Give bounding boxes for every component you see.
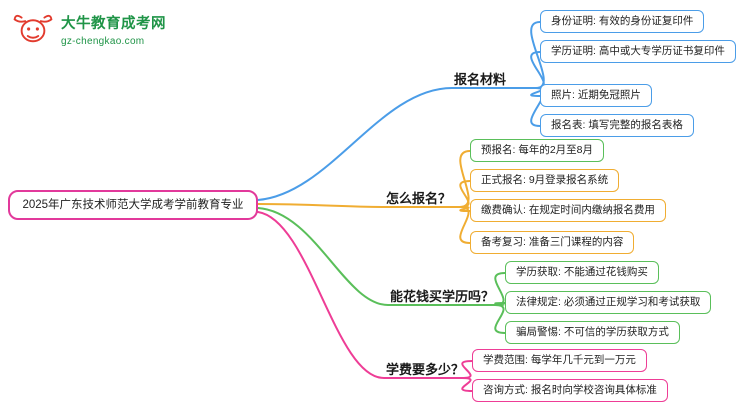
connector-branch2-leaf4 <box>459 206 471 244</box>
logo-url: gz-chengkao.com <box>61 35 145 47</box>
connector-branch4-leaf1 <box>461 360 473 379</box>
connector-branch3-leaf3 <box>494 304 506 334</box>
leaf-node-tuition-range: 学费范围: 每学年几千元到一万元 <box>472 349 647 372</box>
branch-topic-tuition: 学费要多少？ <box>386 362 465 377</box>
logo-text: 大牛教育成考网 gz-chengkao.com <box>61 12 166 47</box>
leaf-node-exam-prep: 备考复习: 准备三门课程的内容 <box>470 231 635 254</box>
leaf-node-payment: 缴费确认: 在规定时间内缴纳报名费用 <box>470 199 666 222</box>
connector-branch2-leaf1 <box>459 150 471 208</box>
leaf-node-photo: 照片: 近期免冠照片 <box>540 84 652 107</box>
connector-root-branch1 <box>257 87 537 201</box>
connector-branch3-leaf1 <box>494 272 506 306</box>
leaf-node-degree-gain: 学历获取: 不能通过花钱购买 <box>505 261 659 284</box>
site-logo: 大牛教育成考网 gz-chengkao.com <box>12 10 166 48</box>
connector-root-branch3 <box>257 207 496 306</box>
branch-topic-how-to-apply: 怎么报名？ <box>386 191 452 206</box>
branch-topic-materials: 报名材料 <box>454 72 507 87</box>
leaf-node-pre-register: 预报名: 每年的2月至8月 <box>470 139 605 162</box>
connector-branch4-leaf2 <box>461 377 473 392</box>
connector-root-branch4 <box>257 211 463 379</box>
leaf-node-formal-register: 正式报名: 9月登录报名系统 <box>470 169 620 192</box>
leaf-node-edu-proof: 学历证明: 高中或大专学历证书复印件 <box>540 40 736 63</box>
leaf-node-id-proof: 身份证明: 有效的身份证复印件 <box>540 10 705 33</box>
leaf-node-law-rule: 法律规定: 必须通过正规学习和考试获取 <box>505 291 712 314</box>
leaf-node-consult-way: 咨询方式: 报名时向学校咨询具体标准 <box>472 379 668 402</box>
connector-branch2-leaf2 <box>459 180 471 208</box>
root-topic: 2025年广东技术师范大学成考学前教育专业 <box>8 190 258 220</box>
connector-root-branch2 <box>257 203 461 208</box>
leaf-node-form: 报名表: 填写完整的报名表格 <box>540 114 694 137</box>
leaf-node-scam-warning: 骗局警惕: 不可信的学历获取方式 <box>505 321 680 344</box>
logo-title: 大牛教育成考网 <box>61 15 166 32</box>
branch-topic-buy-diploma: 能花钱买学历吗？ <box>390 289 495 304</box>
bull-icon <box>13 14 53 43</box>
